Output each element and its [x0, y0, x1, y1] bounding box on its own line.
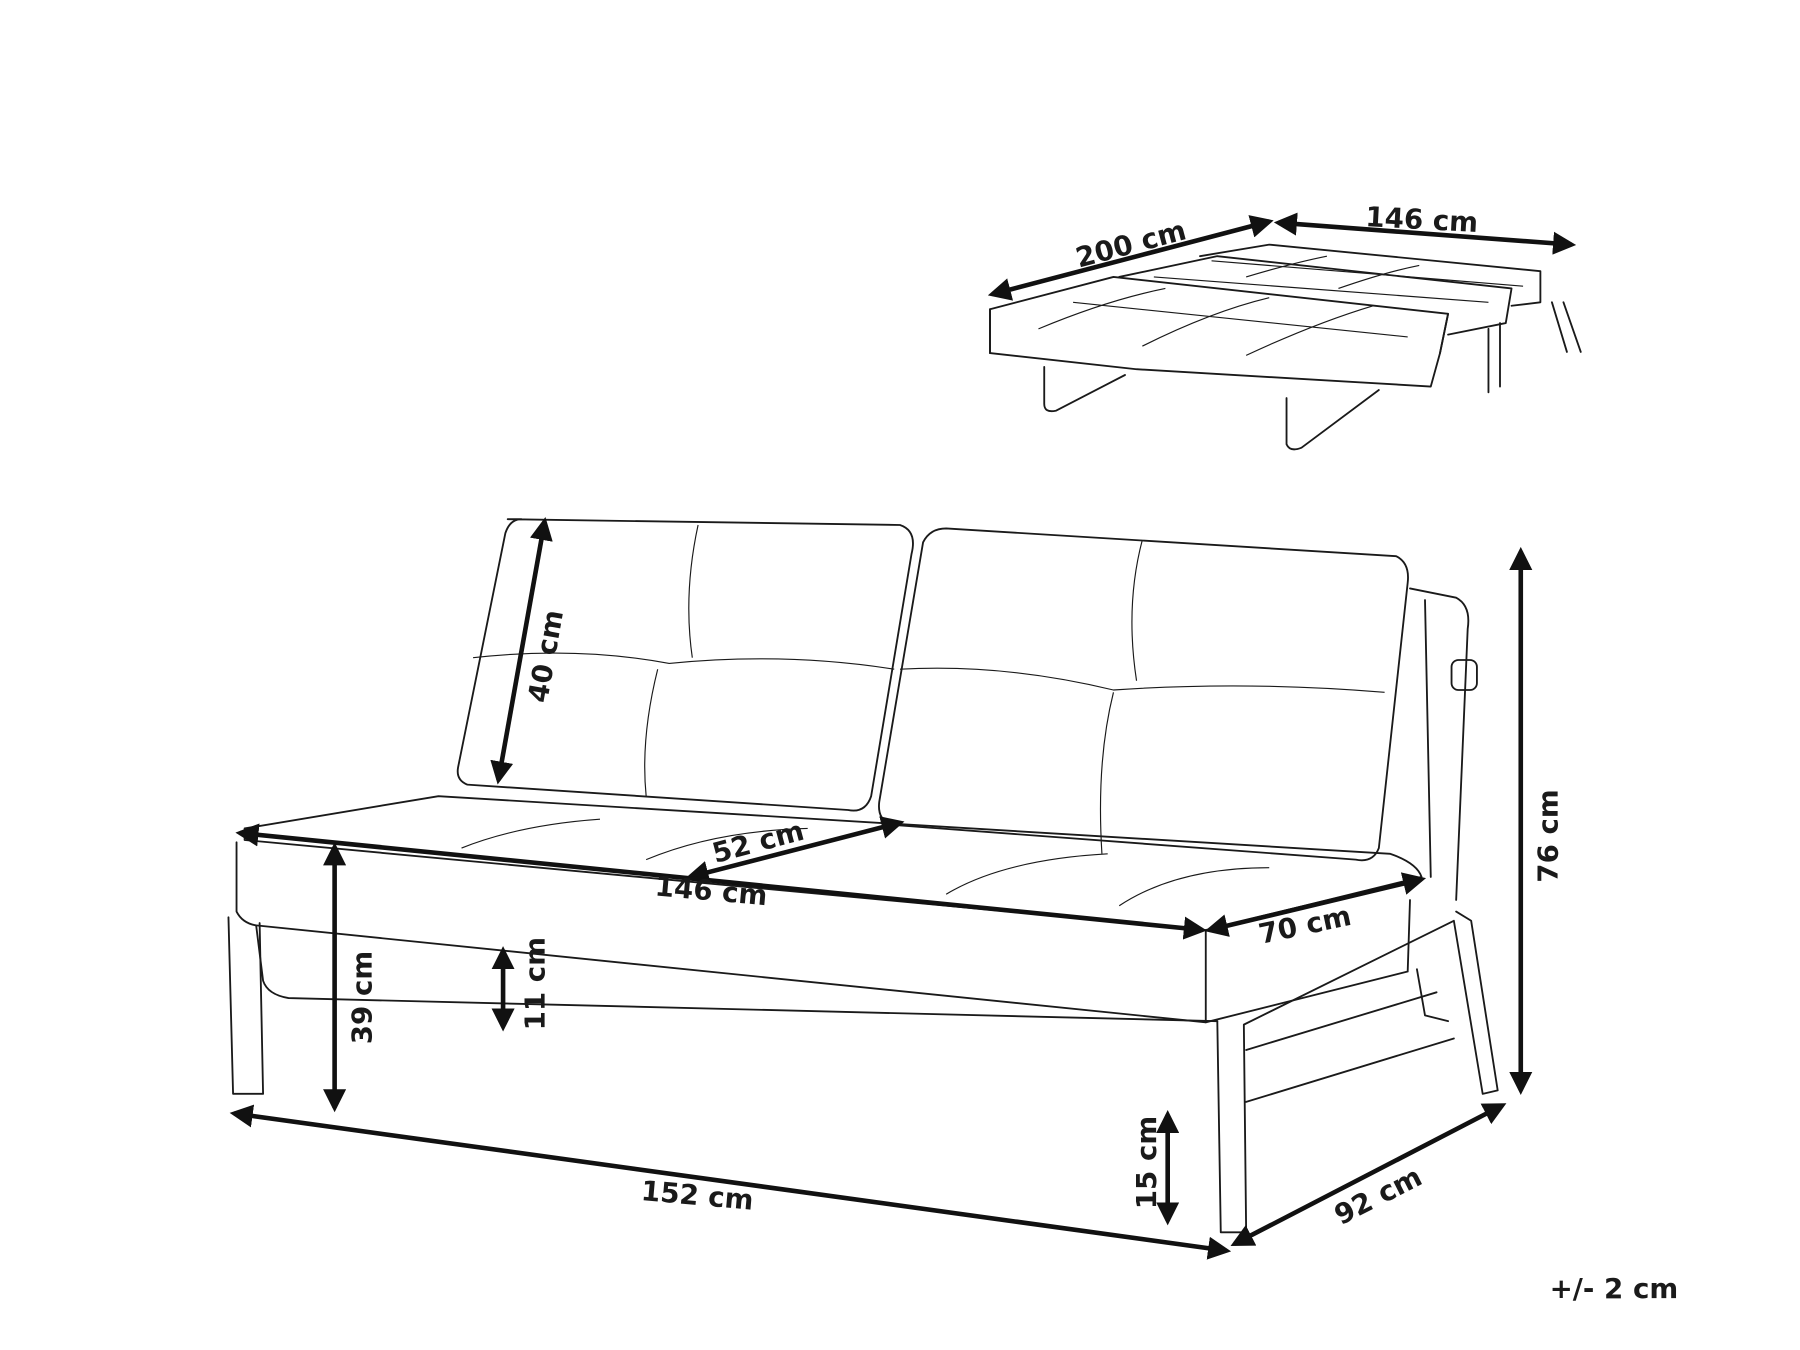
- dimension-lines: [229, 212, 1577, 1260]
- total-height-label: 76 cm: [1532, 789, 1565, 882]
- leg-clearance-label: 15 cm: [1130, 1116, 1163, 1209]
- bed-width-label: 146 cm: [1365, 200, 1479, 239]
- sofa-bed-unfolded-illustration: [989, 243, 1582, 451]
- sofa-illustration: [227, 518, 1499, 1234]
- seat-height-label: 39 cm: [346, 951, 379, 1044]
- seat-width-label: 146 cm: [654, 869, 769, 912]
- total-width-label: 152 cm: [640, 1174, 755, 1217]
- cushion-thickness-label: 11 cm: [519, 937, 552, 1030]
- tolerance-label: +/- 2 cm: [1550, 1272, 1679, 1305]
